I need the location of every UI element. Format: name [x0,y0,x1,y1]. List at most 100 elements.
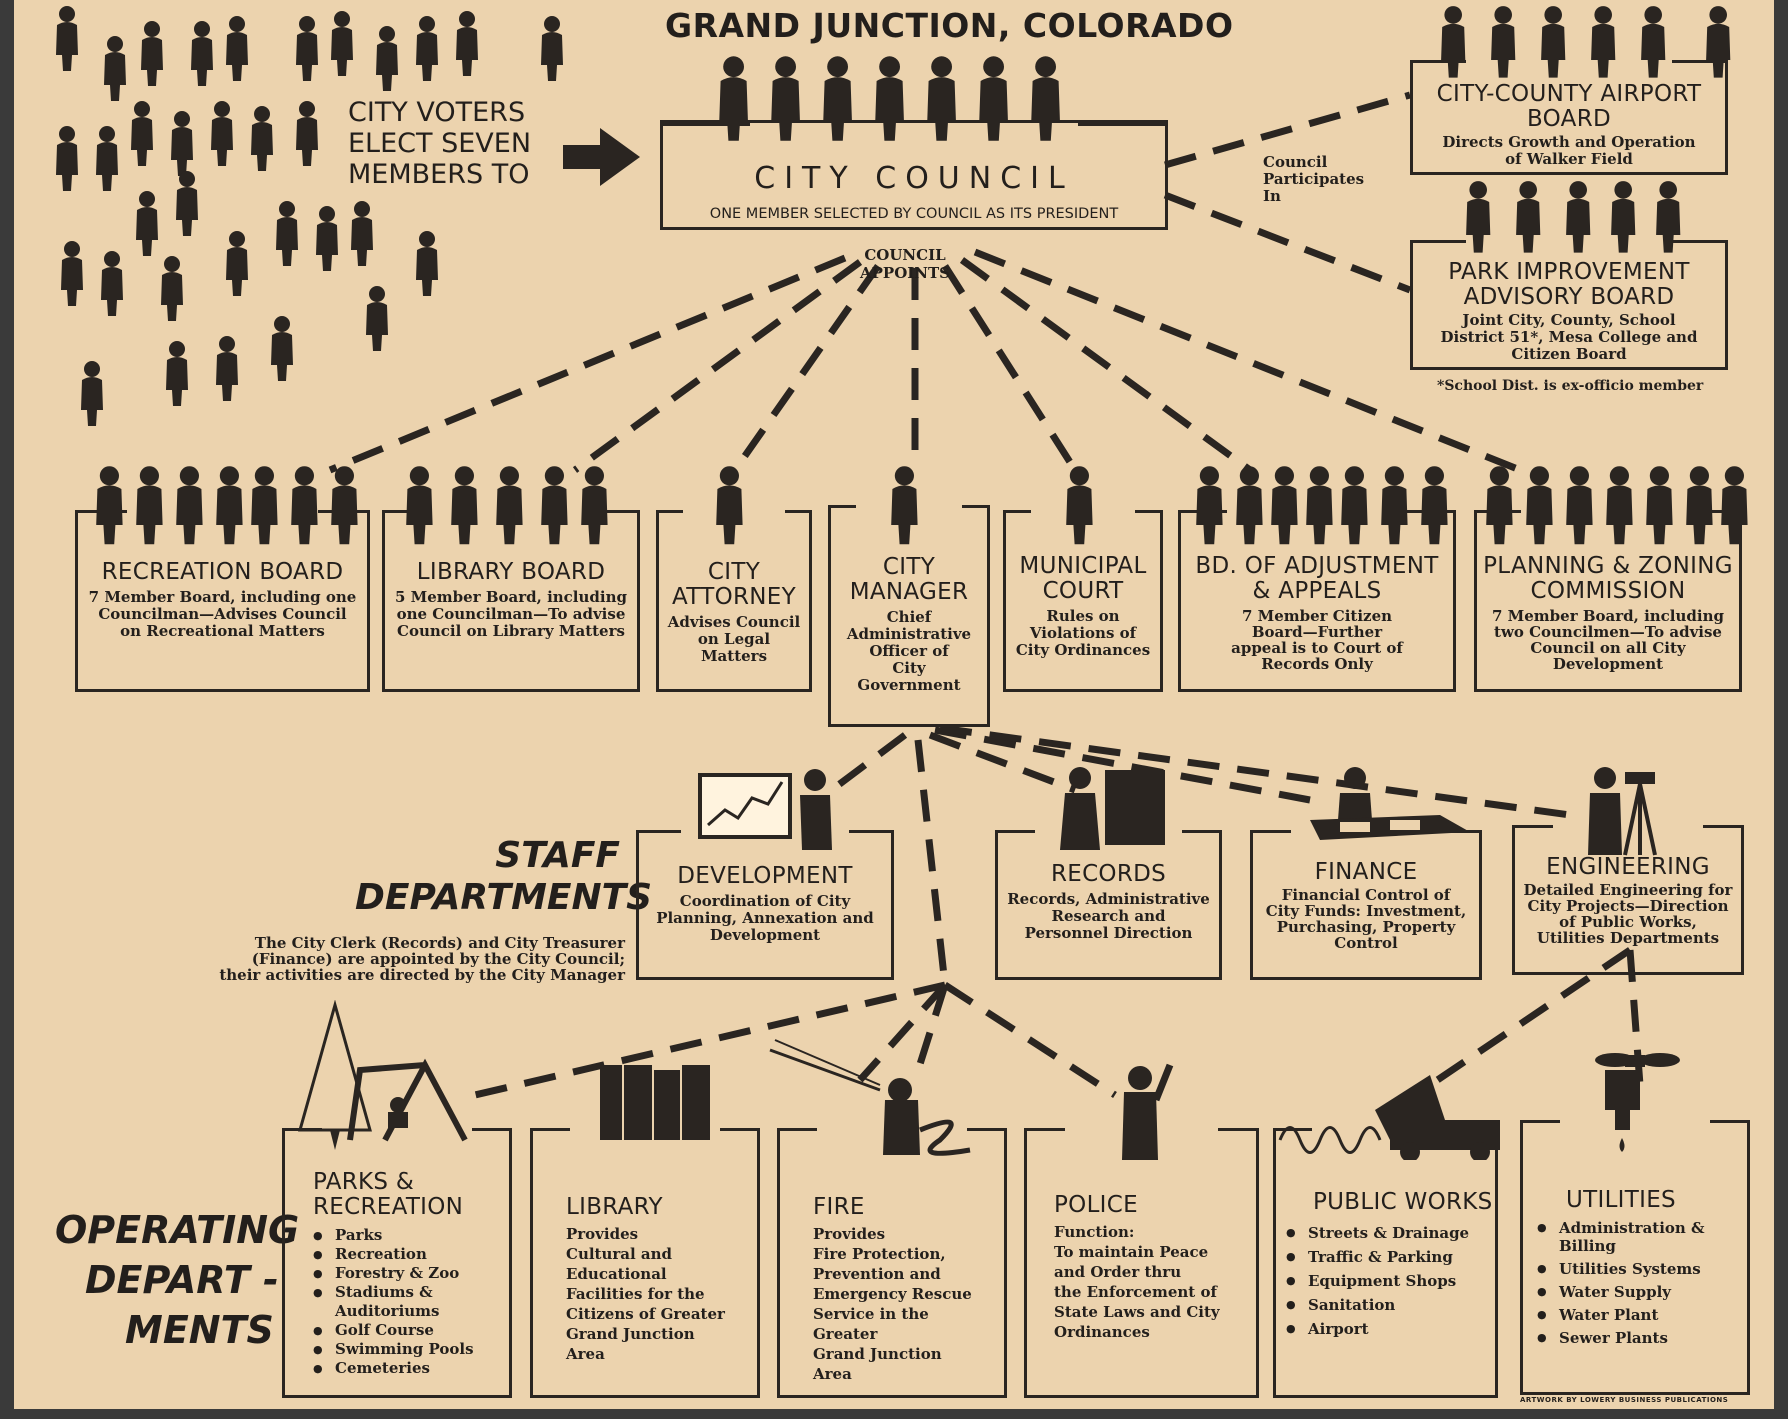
library-desc-line-3: Educational [566,1265,667,1283]
court-desc-line-2: Violations of [1029,624,1137,642]
airport-board-title: CITY-COUNTY AIRPORT BOARD [1413,82,1725,132]
adjustment-desc-line-2: Board—Further [1251,623,1383,641]
airport-title-line-2: BOARD [1527,106,1611,132]
operating-illustrations [298,1000,1680,1160]
staff-note: The City Clerk (Records) and City Treasu… [165,935,625,983]
city-council-subtitle: ONE MEMBER SELECTED BY COUNCIL AS ITS PR… [709,206,1119,222]
staff-illustrations [698,767,1657,856]
attorney-title-line-2: ATTORNEY [672,584,796,610]
attorney-desc-line-2: on Legal [697,630,771,648]
utilities-title: UTILITIES [1566,1187,1676,1213]
finance-desc-line-3: Purchasing, Property [1276,918,1456,936]
voters-text: CITY VOTERS ELECT SEVEN MEMBERS TO [348,97,531,190]
records-box: RECORDS Records, Administrative Research… [995,830,1222,980]
records-clerk-icon [1060,767,1165,850]
development-desc-line-2: Planning, Annexation and [656,909,874,927]
planning-desc-line-2: two Councilmen—To advise [1494,623,1722,641]
court-title-line-1: MUNICIPAL [1019,553,1147,579]
planning-desc-line-3: Council on all City [1530,639,1686,657]
library-desc: Provides Cultural and Educational Facili… [533,1224,757,1364]
water-faucet-icon [1595,1053,1680,1152]
city-council-box: CITY COUNCIL ONE MEMBER SELECTED BY COUN… [660,120,1169,230]
library-board-desc-line-3: Council on Library Matters [397,622,625,640]
library-board-desc: 5 Member Board, including one Councilman… [385,589,637,640]
staff-note-line-3: their activities are directed by the Cit… [219,966,625,984]
city-attorney-title: CITY ATTORNEY [659,560,809,610]
attorney-desc-line-1: Advises Council [667,613,801,631]
fire-desc-line-3: Prevention and [813,1265,941,1283]
development-desc-line-3: Development [709,926,821,944]
recreation-desc-line-2: Councilman—Advises Council [98,605,347,623]
parks-recreation-list: Parks Recreation Forestry & Zoo Stadiums… [285,1226,509,1378]
planning-title-line-2: COMMISSION [1530,578,1686,604]
development-desc-line-1: Coordination of City [679,892,851,910]
public-works-box: PUBLIC WORKS Streets & Drainage Traffic … [1273,1128,1499,1398]
attorney-title-line-1: CITY [707,559,761,585]
planning-desc-line-1: 7 Member Board, including [1492,607,1724,625]
voters-illustration [56,6,563,426]
police-box: POLICE Function: To maintain Peace and O… [1024,1128,1259,1398]
municipal-court-desc: Rules on Violations of City Ordinances [1006,608,1160,659]
list-item: Forestry & Zoo [313,1264,509,1283]
municipal-court-box: MUNICIPAL COURT Rules on Violations of C… [1003,510,1163,692]
manager-desc-line-5: Government [857,676,961,694]
participates-line-3: In [1263,187,1281,205]
finance-desc-line-2: City Funds: Investment, [1265,902,1467,920]
court-desc-line-3: City Ordinances [1015,641,1151,659]
city-council-title: CITY COUNCIL [754,161,1074,196]
participates-line-1: Council [1263,153,1328,171]
list-item: Golf Course [313,1321,509,1340]
bottom-border [0,1409,1788,1419]
staff-departments-label: STAFF DEPARTMENTS [355,835,653,919]
park-board-footnote: *School Dist. is ex-officio member [1437,378,1704,394]
operating-departments-label: OPERATING DEPART - MENTS [55,1205,299,1355]
planning-zoning-desc: 7 Member Board, including two Councilmen… [1477,608,1739,672]
fire-desc-line-2: Fire Protection, [813,1245,946,1263]
adjustment-title-line-2: & APPEALS [1252,578,1382,604]
police-desc-line-4: the Enforcement of [1054,1283,1217,1301]
tree-swing-icon [298,1000,468,1150]
staff-label-line-2: DEPARTMENTS [355,877,653,918]
finance-desc-line-1: Financial Control of [1281,886,1451,904]
operating-label-line-1: OPERATING [55,1208,300,1252]
library-board-desc-line-1: 5 Member Board, including [395,588,627,606]
airport-board-box: CITY-COUNTY AIRPORT BOARD Directs Growth… [1410,60,1729,175]
fire-desc-line-7: Grand Junction [813,1345,942,1363]
park-board-box: PARK IMPROVEMENT ADVISORY BOARD Joint Ci… [1410,240,1729,370]
park-desc-line-3: Citizen Board [1511,345,1627,363]
adjustment-appeals-desc: 7 Member Citizen Board—Further appeal is… [1181,608,1453,672]
city-manager-box: CITY MANAGER Chief Administrative Office… [828,505,991,727]
fire-desc-line-8: Area [813,1365,852,1383]
voters-line-2: ELECT SEVEN [348,128,532,159]
list-item: Recreation [313,1245,509,1264]
fire-desc: Provides Fire Protection, Prevention and… [780,1224,1004,1384]
chart-presentation-icon [698,769,832,850]
engineering-desc-line-1: Detailed Engineering for [1523,881,1733,899]
library-board-box: LIBRARY BOARD 5 Member Board, including … [382,510,641,692]
manager-desc-line-2: Administrative [846,625,972,643]
airport-desc-line-1: Directs Growth and Operation [1442,133,1696,151]
fire-desc-line-5: Service in the [813,1305,929,1323]
public-works-title: PUBLIC WORKS [1313,1189,1493,1215]
planning-zoning-title: PLANNING & ZONING COMMISSION [1477,554,1739,604]
finance-title: FINANCE [1314,859,1418,885]
library-desc-line-2: Cultural and [566,1245,673,1263]
parks-title-line-1: PARKS & [313,1169,415,1195]
library-box: LIBRARY Provides Cultural and Educationa… [530,1128,761,1398]
development-box: DEVELOPMENT Coordination of City Plannin… [636,830,895,980]
engineering-desc-line-4: Utilities Departments [1536,929,1720,947]
appoints-line-2: APPOINTS [860,264,950,282]
engineering-desc: Detailed Engineering for City Projects—D… [1515,882,1741,946]
manager-desc-line-4: City [892,659,926,677]
airport-board-desc: Directs Growth and Operation of Walker F… [1413,134,1725,168]
list-item: Airport [1286,1317,1495,1341]
planning-title-line-1: PLANNING & ZONING [1483,553,1733,579]
adjustment-desc-line-1: 7 Member Citizen [1241,607,1393,625]
adjustment-desc-line-3: appeal is to Court of [1231,639,1403,657]
list-item: Swimming Pools [313,1340,509,1359]
records-title: RECORDS [1050,861,1167,887]
utilities-box: UTILITIES Administration & Billing Utili… [1520,1120,1751,1395]
park-title-line-2: ADVISORY BOARD [1463,284,1675,310]
list-item: Utilities Systems [1537,1260,1747,1283]
